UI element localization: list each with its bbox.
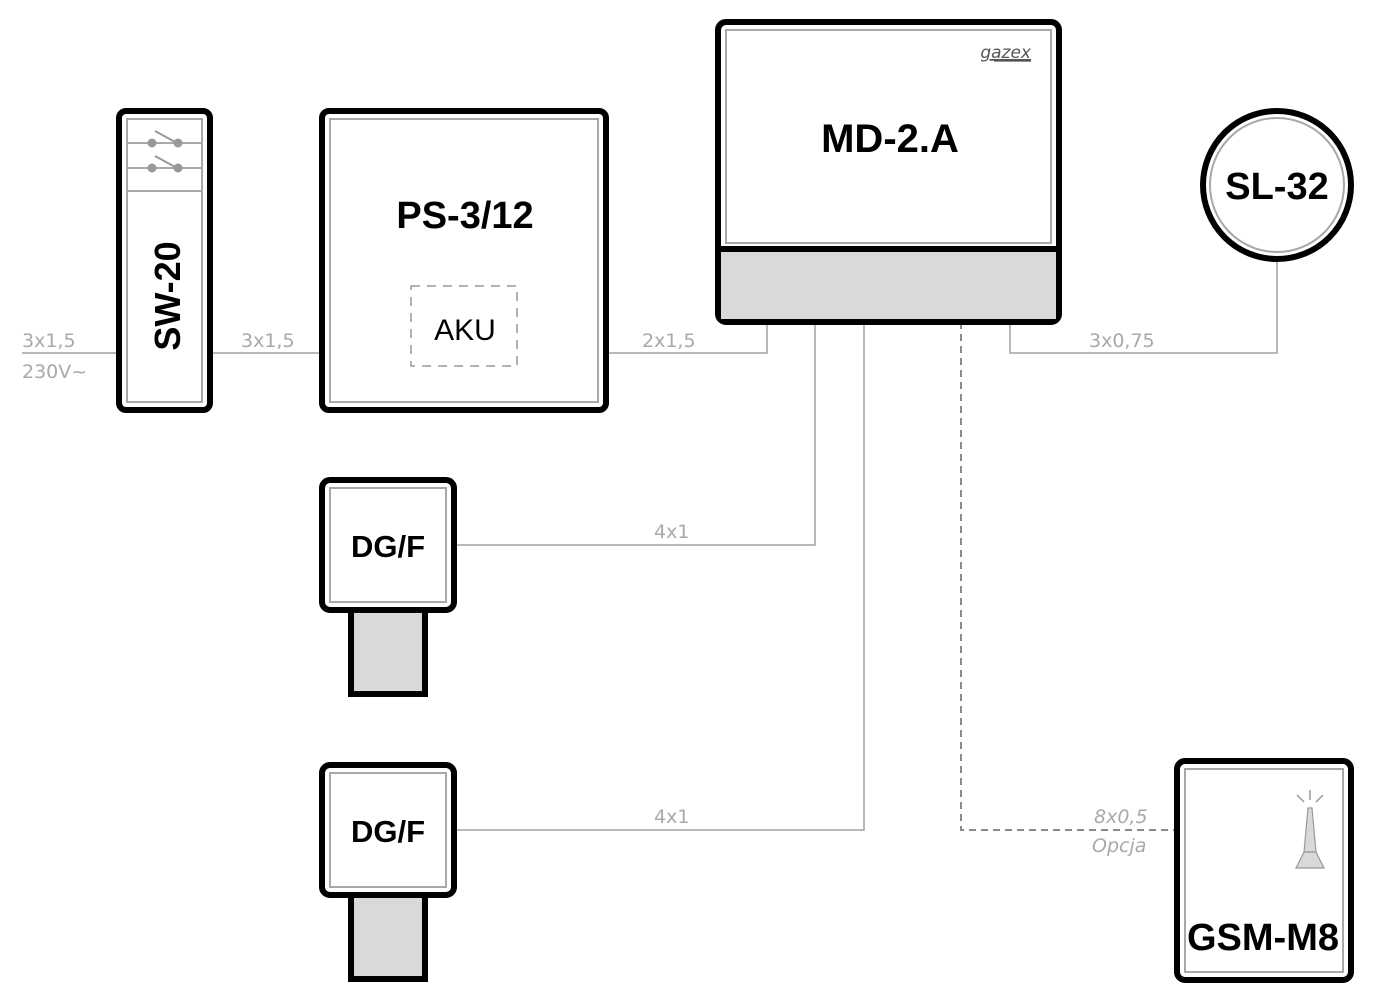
battery-slot (410, 285, 518, 367)
wires (22, 259, 1278, 831)
wire-labels: 3x1,5 230V~ 3x1,5 2x1,5 3x0,75 4x1 4x1 8… (22, 330, 1155, 857)
device-label-gsm-m8: GSM-M8 (1187, 917, 1339, 959)
antenna-icon (1295, 790, 1325, 869)
device-label-ps-3-12: PS-3/12 (396, 195, 533, 237)
cable-note-mains: 230V~ (22, 361, 87, 383)
device-dgf-1[interactable]: DG/F (319, 477, 457, 697)
cable-label-ps-md: 2x1,5 (642, 330, 696, 352)
device-label-dgf-1: DG/F (351, 529, 425, 564)
device-gsm-m8[interactable]: GSM-M8 (1174, 758, 1354, 983)
device-label-dgf-2: DG/F (351, 814, 425, 849)
device-label-sl-32: SL-32 (1225, 166, 1328, 208)
device-dgf-2[interactable]: DG/F (319, 762, 457, 982)
wire-ps-to-md (606, 322, 768, 354)
battery-label: AKU (434, 314, 496, 347)
device-label-md-2a: MD-2.A (821, 117, 959, 161)
cable-note-md-gsm: Opcja (1092, 835, 1146, 857)
device-sl-32[interactable]: SL-32 (1200, 108, 1354, 262)
cable-label-md-dgf2: 4x1 (654, 806, 689, 828)
wire-md-to-dgf1 (454, 322, 816, 546)
sensor-head (348, 607, 428, 697)
double-switch-icon (127, 130, 202, 192)
sensor-head (348, 892, 428, 982)
wire-md-to-gsm-optional (960, 322, 1177, 831)
device-label-sw-20: SW-20 (147, 241, 188, 350)
cable-label-mains: 3x1,5 (22, 330, 76, 352)
device-sw-20[interactable]: SW-20 (116, 108, 213, 413)
device-ps-3-12[interactable]: PS-3/12 AKU (319, 108, 609, 413)
cable-label-sw-ps: 3x1,5 (241, 330, 295, 352)
cable-label-md-sl: 3x0,75 (1089, 330, 1155, 352)
cable-label-md-gsm: 8x0,5 (1094, 806, 1148, 828)
wire-md-to-dgf2 (454, 322, 865, 831)
brand-logo-gazex: gazex (980, 43, 1032, 63)
cable-label-md-dgf1: 4x1 (654, 521, 689, 543)
device-md-2a[interactable]: gazex MD-2.A (715, 19, 1062, 325)
wire-md-to-sl (1009, 259, 1278, 354)
